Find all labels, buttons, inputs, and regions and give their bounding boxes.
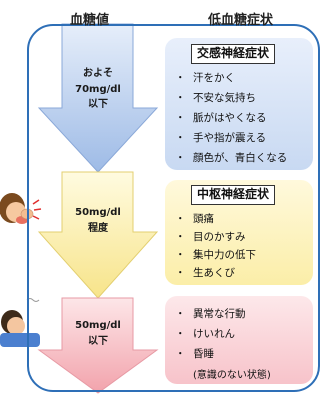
arrow-stage-2 xyxy=(37,171,159,299)
list-item: ・手や指が震える xyxy=(175,132,267,144)
stage-3-label: 50mg/dl 以下 xyxy=(75,320,121,347)
severe-symptoms-panel: ・異常な行動 ・けいれん ・昏睡 (意識のない状態) xyxy=(165,296,313,384)
arrow-stage-1 xyxy=(37,23,159,173)
stage-1-label: およそ 70mg/dl 以下 xyxy=(75,68,121,110)
sympathetic-symptoms-panel: 交感神経症状 ・汗をかく ・不安な気持ち ・脈がはやくなる ・手や指が震える ・… xyxy=(165,38,313,170)
list-item: ・目のかすみ xyxy=(175,231,246,243)
list-item: ・顔色が、青白くなる xyxy=(175,152,288,164)
list-item: ・昏睡 xyxy=(175,348,214,360)
list-item: ・異常な行動 xyxy=(175,308,246,320)
list-item: ・けいれん xyxy=(175,328,235,340)
symptoms-header: 低血糖症状 xyxy=(208,13,274,28)
panel-title: 中枢神経症状 xyxy=(191,185,276,205)
list-item: ・集中力の低下 xyxy=(175,249,256,261)
list-item: ・不安な気持ち xyxy=(175,92,256,104)
central-symptoms-panel: 中枢神経症状 ・頭痛 ・目のかすみ ・集中力の低下 ・生あくび xyxy=(165,180,313,285)
list-item: ・汗をかく xyxy=(175,72,235,84)
list-item: ・脈がはやくなる xyxy=(175,112,267,124)
list-item: ・生あくび xyxy=(175,267,235,279)
blood-sugar-header: 血糖値 xyxy=(70,13,110,28)
stage-2-label: 50mg/dl 程度 xyxy=(75,207,121,234)
diagram-frame xyxy=(27,24,320,392)
arrow-stage-3 xyxy=(37,297,159,394)
coma-note: (意識のない状態) xyxy=(193,370,271,381)
face-lying-down-icon xyxy=(0,298,40,347)
list-item: ・頭痛 xyxy=(175,213,214,225)
panel-title: 交感神経症状 xyxy=(191,44,276,64)
